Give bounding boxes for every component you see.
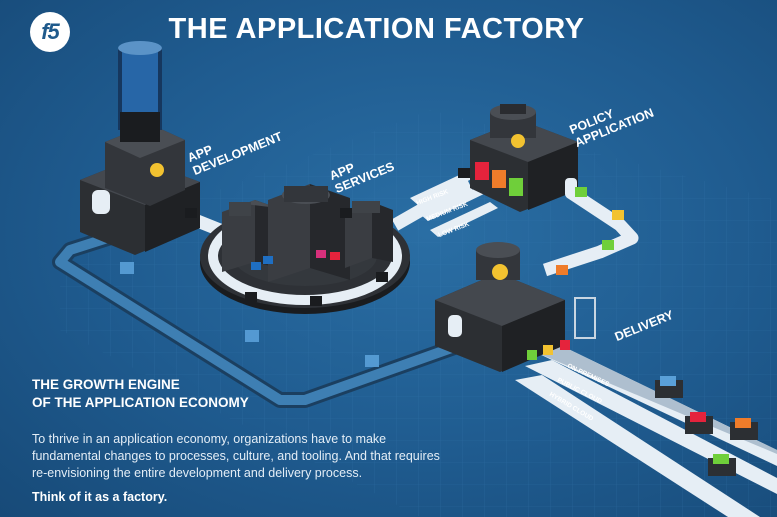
app-development-tower	[80, 41, 200, 255]
risk-lanes	[410, 170, 498, 237]
intro-body: To thrive in an application economy, org…	[32, 432, 440, 480]
delivery-building	[435, 242, 596, 372]
page-title: THE APPLICATION FACTORY	[168, 13, 585, 45]
return-conveyor	[52, 210, 468, 408]
intro-tagline: Think of it as a factory.	[32, 490, 168, 504]
app-services-buildings	[222, 184, 393, 282]
intro-headline: THE GROWTH ENGINE OF THE APPLICATION ECO…	[32, 377, 249, 410]
delivery-trucks	[655, 376, 758, 476]
delivery-lanes	[515, 345, 777, 517]
app-packages	[120, 168, 624, 367]
f5-logo: f5	[30, 12, 70, 52]
policy-application-building	[470, 104, 578, 212]
